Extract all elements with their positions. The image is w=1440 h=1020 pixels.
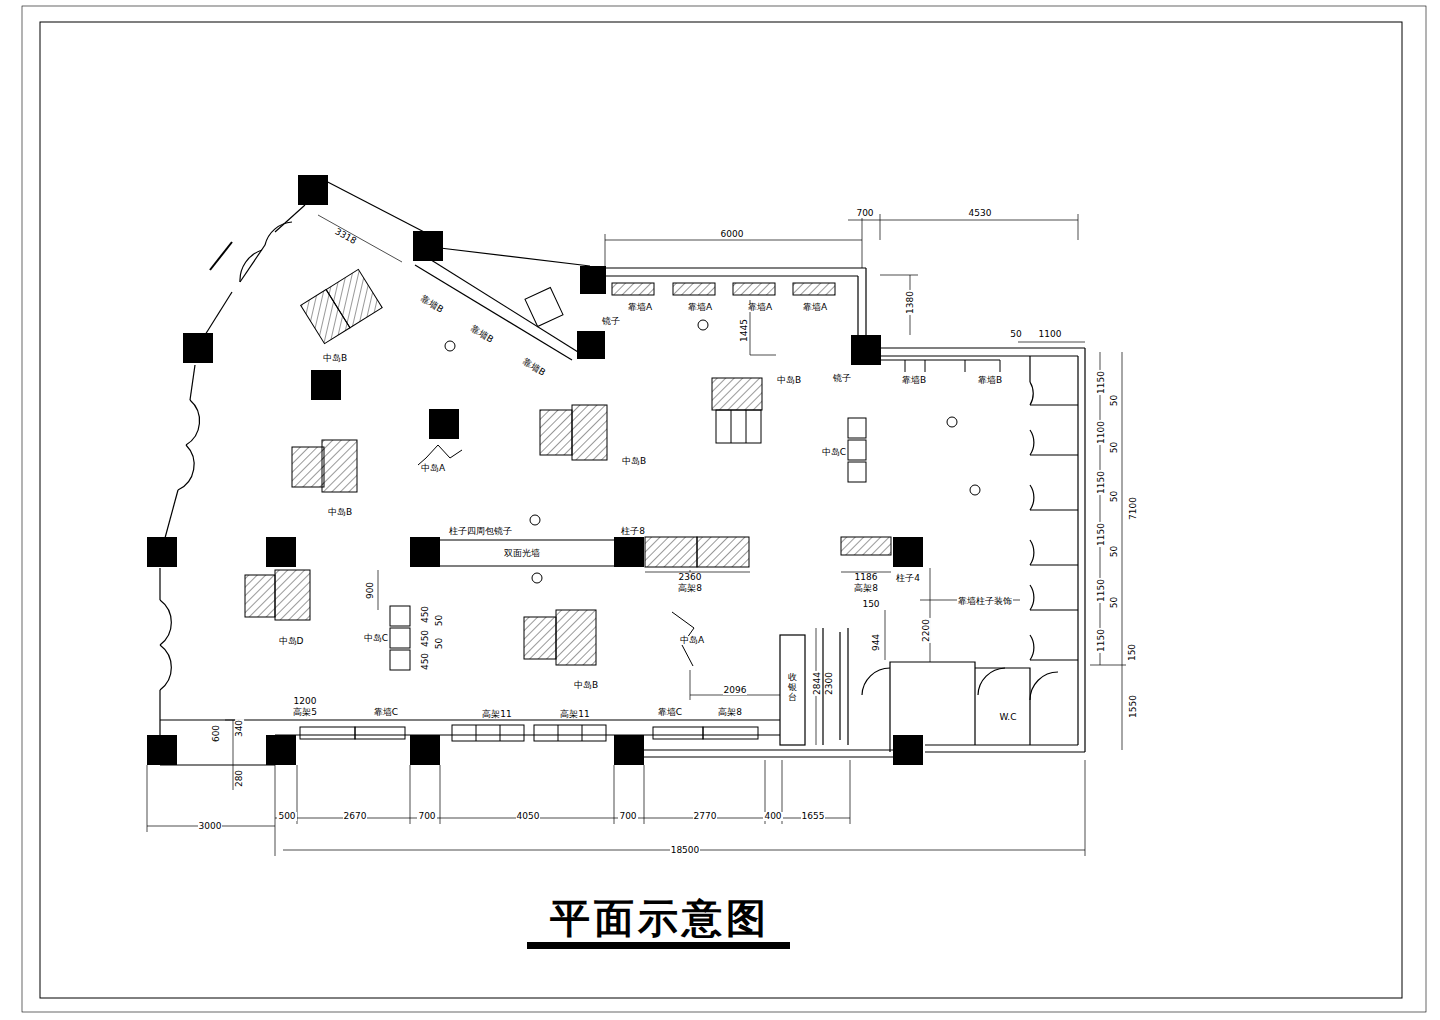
dimension-text: 700 — [855, 209, 874, 218]
dimension-text: 50 — [435, 613, 444, 626]
dimension-text: 50 — [1009, 330, 1022, 339]
fixture-label: 中岛C — [821, 448, 847, 457]
dimension-text: 450 — [422, 628, 431, 647]
fixture-label: 高架5 — [292, 708, 318, 717]
dimension-text: 1150 — [1097, 470, 1106, 495]
dimension-text: 2670 — [343, 812, 368, 821]
fixture-label: 高架8 — [717, 708, 743, 717]
fixture-label: 收银台 — [788, 672, 797, 704]
fixture-label: 中岛B — [327, 508, 353, 517]
dimension-text: 900 — [367, 580, 376, 599]
dimension-text: 150 — [1129, 642, 1138, 661]
fixture-label: 靠墙B — [468, 323, 495, 344]
dimension-text: 50 — [1110, 440, 1119, 453]
fixture-label: 柱子8 — [620, 527, 646, 536]
fixture-label: 靠墙柱子装饰 — [957, 597, 1013, 606]
dimension-text: 50 — [1110, 489, 1119, 502]
dimension-text: 600 — [213, 723, 222, 742]
fixture-label: 中岛A — [679, 636, 705, 645]
dimension-text: 500 — [277, 812, 296, 821]
dimension-text: 50 — [1110, 595, 1119, 608]
dimension-text: 1150 — [1097, 628, 1106, 653]
dimension-text: 450 — [422, 604, 431, 623]
fixture-label: 靠墙A — [802, 303, 828, 312]
dimension-text: 1100 — [1038, 330, 1063, 339]
dimension-text: 450 — [422, 651, 431, 670]
dimension-text: 1550 — [1129, 694, 1138, 719]
fixture-label: 高架8 — [853, 584, 879, 593]
dimension-text: 3318 — [332, 226, 358, 246]
dimension-text: 400 — [763, 812, 782, 821]
fixture-label: 靠墙B — [520, 356, 547, 377]
fixture-label: W.C — [998, 713, 1017, 722]
dimension-text: 1445 — [740, 318, 749, 343]
fixture-label: 中岛D — [278, 637, 305, 646]
fixture-label: 柱子4 — [895, 574, 921, 583]
fixture-label: 靠墙C — [657, 708, 683, 717]
dimension-text: 50 — [435, 636, 444, 649]
dimension-text: 2200 — [922, 618, 931, 643]
fixture-label: 中岛B — [322, 354, 348, 363]
fixture-label: 高架8 — [677, 584, 703, 593]
dimension-text: 1380 — [906, 290, 915, 315]
dimension-text: 1150 — [1097, 578, 1106, 603]
fixture-label: 中岛A — [420, 464, 446, 473]
dimension-text: 6000 — [720, 230, 745, 239]
dimension-text: 944 — [873, 632, 882, 651]
fixture-label: 靠墙B — [418, 293, 445, 314]
fixture-label: 高架11 — [559, 710, 590, 719]
dimension-text: 1150 — [1097, 522, 1106, 547]
dimension-text: 18500 — [670, 846, 701, 855]
dimension-text: 1655 — [801, 812, 826, 821]
dimension-text: 1186 — [854, 573, 879, 582]
dimension-text: 7100 — [1129, 496, 1138, 521]
fixture-label: 靠墙A — [747, 303, 773, 312]
dimension-text: 3000 — [198, 822, 223, 831]
dimension-text: 700 — [618, 812, 637, 821]
dimension-text: 1100 — [1097, 420, 1106, 445]
dimension-text: 2300 — [825, 671, 834, 696]
dimension-text: 700 — [417, 812, 436, 821]
dimension-text: 4050 — [516, 812, 541, 821]
dimension-text: 280 — [236, 768, 245, 787]
fixture-label: 中岛C — [363, 634, 389, 643]
fixture-label: 柱子四周包镜子 — [448, 527, 513, 536]
plan-title: 平面示意图 — [550, 898, 770, 938]
fixture-label: 靠墙A — [627, 303, 653, 312]
fixture-label: 中岛B — [573, 681, 599, 690]
dimension-text: 4530 — [968, 209, 993, 218]
fixture-label: 靠墙B — [977, 376, 1003, 385]
fixture-label: 靠墙A — [687, 303, 713, 312]
fixture-label: 靠墙B — [901, 376, 927, 385]
dimension-text: 2770 — [693, 812, 718, 821]
dimension-text: 50 — [1110, 544, 1119, 557]
fixture-label: 中岛B — [776, 376, 802, 385]
dimension-text: 1150 — [1097, 370, 1106, 395]
fixture-label: 镜子 — [832, 374, 852, 383]
dimension-text: 2844 — [813, 671, 822, 696]
dimension-text: 50 — [1110, 393, 1119, 406]
fixture-label: 镜子 — [601, 317, 621, 326]
dimension-text: 340 — [236, 718, 245, 737]
dimension-text: 150 — [861, 600, 880, 609]
fixture-label: 高架11 — [481, 710, 512, 719]
dimension-text: 2096 — [723, 686, 748, 695]
fixture-label: 中岛B — [621, 457, 647, 466]
fixture-label: 双面光墙 — [503, 549, 541, 558]
fixture-label: 靠墙C — [373, 708, 399, 717]
dimension-text: 2360 — [678, 573, 703, 582]
dimension-text: 1200 — [293, 697, 318, 706]
